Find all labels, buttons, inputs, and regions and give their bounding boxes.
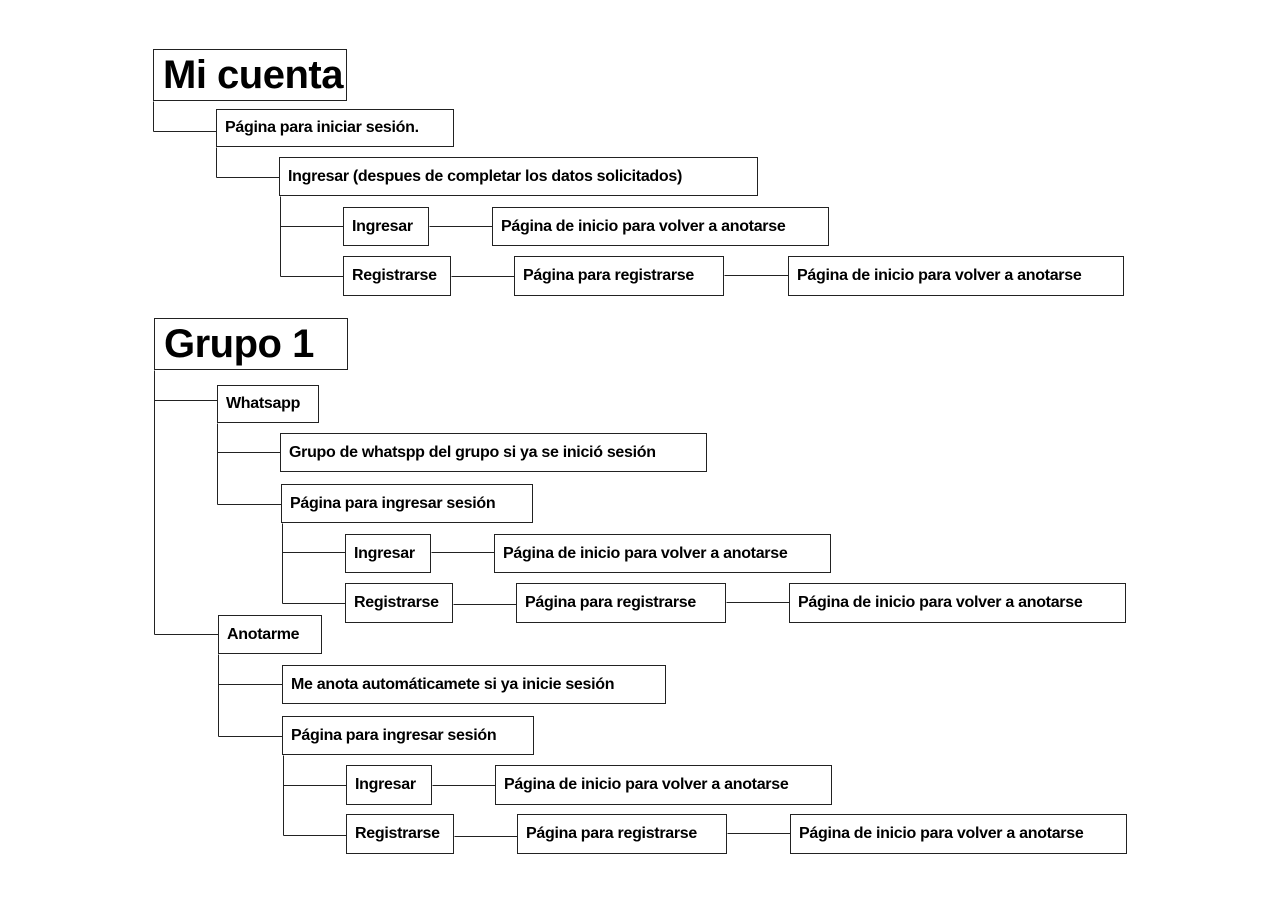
- node-pagina-inicio-volver-anotarse: Página de inicio para volver a anotarse: [790, 814, 1127, 854]
- node-ingresar-completar-datos: Ingresar (despues de completar los datos…: [279, 157, 758, 196]
- node-pagina-inicio-volver-anotarse: Página de inicio para volver a anotarse: [789, 583, 1126, 623]
- node-pagina-registrarse: Página para registrarse: [516, 583, 726, 623]
- node-ingresar: Ingresar: [343, 207, 429, 246]
- node-pagina-inicio-volver-anotarse: Página de inicio para volver a anotarse: [495, 765, 832, 805]
- node-pagina-registrarse: Página para registrarse: [517, 814, 727, 854]
- section-title-mi-cuenta: Mi cuenta: [153, 49, 347, 101]
- node-ingresar: Ingresar: [345, 534, 431, 573]
- section-title-grupo-1: Grupo 1: [154, 318, 348, 370]
- node-pagina-iniciar-sesion: Página para iniciar sesión.: [216, 109, 454, 147]
- node-ingresar: Ingresar: [346, 765, 432, 805]
- node-registrarse: Registrarse: [343, 256, 451, 296]
- node-whatsapp: Whatsapp: [217, 385, 319, 423]
- node-registrarse: Registrarse: [345, 583, 453, 623]
- node-pagina-registrarse: Página para registrarse: [514, 256, 724, 296]
- node-pagina-inicio-volver-anotarse: Página de inicio para volver a anotarse: [492, 207, 829, 246]
- node-me-anota-automaticamente: Me anota automáticamete si ya inicie ses…: [282, 665, 666, 704]
- node-pagina-ingresar-sesion: Página para ingresar sesión: [282, 716, 534, 755]
- node-pagina-ingresar-sesion: Página para ingresar sesión: [281, 484, 533, 523]
- node-pagina-inicio-volver-anotarse: Página de inicio para volver a anotarse: [494, 534, 831, 573]
- node-grupo-whatsapp: Grupo de whatspp del grupo si ya se inic…: [280, 433, 707, 472]
- node-registrarse: Registrarse: [346, 814, 454, 854]
- node-anotarme: Anotarme: [218, 615, 322, 654]
- node-pagina-inicio-volver-anotarse: Página de inicio para volver a anotarse: [788, 256, 1124, 296]
